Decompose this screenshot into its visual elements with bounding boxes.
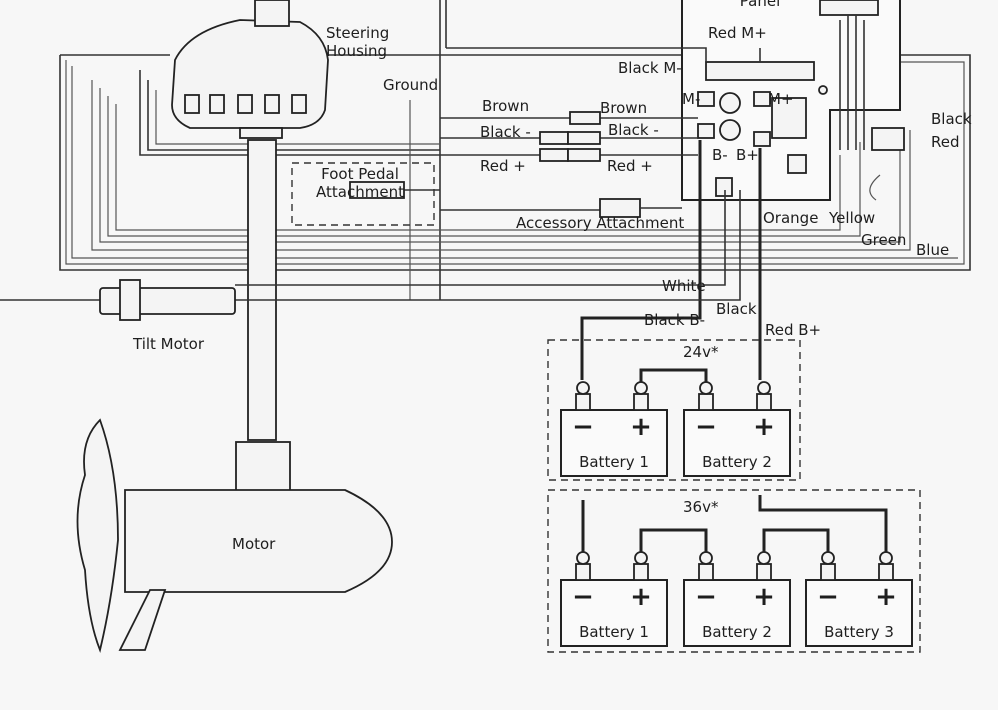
negative-terminal — [575, 563, 591, 581]
negative-ring-connector — [699, 381, 713, 395]
negative-ring-connector — [821, 551, 835, 565]
yellow-label: Yellow — [828, 209, 875, 227]
battery-body — [560, 409, 668, 477]
black-m-minus-label: Black M- — [618, 59, 682, 77]
battery: − + Battery 1 — [560, 381, 668, 477]
positive-symbol: + — [875, 582, 897, 612]
black-label-mid: Black — [716, 300, 757, 318]
battery: − + Battery 2 — [683, 381, 791, 477]
panel-label: Panel — [740, 0, 780, 10]
positive-terminal — [633, 393, 649, 411]
series-jumper — [639, 368, 708, 382]
positive-symbol: + — [753, 582, 775, 612]
battery-body — [683, 409, 791, 477]
positive-lead — [758, 495, 888, 552]
green-label: Green — [861, 231, 906, 249]
positive-ring-connector — [879, 551, 893, 565]
black-b-minus-label: Black B- — [644, 311, 705, 329]
battery-group-36v-box — [547, 489, 921, 653]
m-plus-label: M+ — [768, 90, 794, 108]
negative-symbol: − — [817, 582, 839, 612]
motor-shaft — [247, 139, 277, 441]
steering-housing — [171, 0, 329, 139]
positive-ring-connector — [634, 381, 648, 395]
negative-symbol: − — [695, 412, 717, 442]
motor-label: Motor — [232, 535, 276, 553]
positive-ring-connector — [634, 551, 648, 565]
battery-group-v24: − + Battery 1 − + Battery 2 — [560, 368, 791, 477]
battery-group-24v-box — [547, 339, 801, 481]
b-minus-label: B- — [712, 146, 728, 164]
negative-symbol: − — [695, 582, 717, 612]
battery-body — [683, 579, 791, 647]
brown-label-right: Brown — [600, 99, 647, 117]
positive-ring-connector — [757, 381, 771, 395]
negative-symbol: − — [572, 582, 594, 612]
battery-layer: − + Battery 1 − + Battery 2 − + Battery 1 − + Batte… — [560, 368, 913, 647]
positive-symbol: + — [630, 582, 652, 612]
battery-label: Battery 1 — [579, 623, 649, 641]
b-plus-label: B+ — [736, 146, 759, 164]
positive-terminal — [633, 563, 649, 581]
tilt-motor — [99, 279, 236, 321]
battery-label: Battery 2 — [702, 623, 772, 641]
harness-loops — [59, 0, 971, 300]
negative-symbol: − — [572, 412, 594, 442]
brown-label-left: Brown — [482, 97, 529, 115]
battery-label: Battery 3 — [824, 623, 894, 641]
motor — [76, 418, 393, 653]
accessory-attachment-label: Accessory Attachment — [516, 214, 684, 232]
voltage-24v-label: 24v* — [683, 343, 719, 361]
foot-pedal-box — [291, 162, 435, 226]
connector-wires — [0, 47, 762, 380]
positive-terminal — [756, 563, 772, 581]
battery-body — [805, 579, 913, 647]
negative-terminal — [820, 563, 836, 581]
battery: − + Battery 3 — [805, 551, 913, 647]
black-minus-label-left: Black - — [480, 123, 531, 141]
negative-ring-connector — [576, 381, 590, 395]
battery-label: Battery 1 — [579, 453, 649, 471]
battery-label: Battery 2 — [702, 453, 772, 471]
black-label-right: Black — [931, 110, 972, 128]
series-jumper — [762, 528, 830, 552]
m-minus-label: M- — [682, 90, 700, 108]
negative-terminal — [575, 393, 591, 411]
red-label-right: Red — [931, 133, 960, 151]
tilt-motor-label: Tilt Motor — [132, 335, 205, 353]
positive-symbol: + — [630, 412, 652, 442]
series-jumper — [639, 528, 708, 552]
red-plus-label-right: Red + — [607, 157, 653, 175]
battery-group-v36: − + Battery 1 − + Battery 2 − + Battery 3 — [560, 495, 913, 647]
negative-ring-connector — [576, 551, 590, 565]
positive-terminal — [878, 563, 894, 581]
blue-label: Blue — [916, 241, 949, 259]
negative-terminal — [698, 393, 714, 411]
red-m-plus-label: Red M+ — [708, 24, 767, 42]
black-minus-label-right: Black - — [608, 121, 659, 139]
battery: − + Battery 1 — [560, 551, 668, 647]
positive-ring-connector — [757, 551, 771, 565]
battery: − + Battery 2 — [683, 551, 791, 647]
white-label: White — [662, 277, 706, 295]
orange-label: Orange — [763, 209, 818, 227]
control-board — [681, 0, 905, 201]
red-plus-label-left: Red + — [480, 157, 526, 175]
red-b-plus-label: Red B+ — [765, 321, 821, 339]
negative-terminal — [698, 563, 714, 581]
positive-symbol: + — [753, 412, 775, 442]
negative-ring-connector — [699, 551, 713, 565]
positive-terminal — [756, 393, 772, 411]
voltage-36v-label: 36v* — [683, 498, 719, 516]
battery-body — [560, 579, 668, 647]
ground-label: Ground — [383, 76, 438, 94]
